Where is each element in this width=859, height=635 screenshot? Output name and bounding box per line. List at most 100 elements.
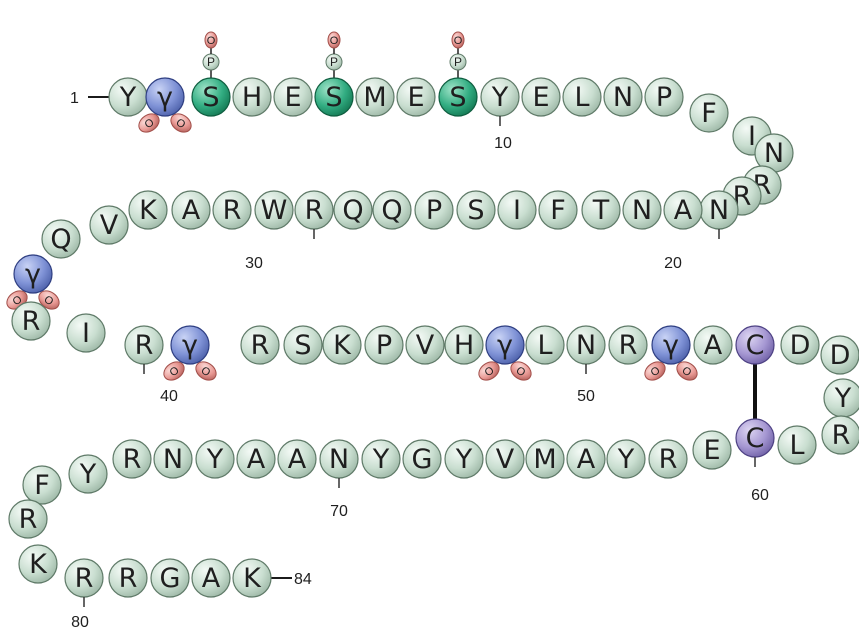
- residue-circle: [438, 77, 478, 117]
- residue-45: P: [364, 325, 404, 365]
- residue-72: A: [236, 439, 276, 479]
- residue-letter: γ: [25, 259, 41, 290]
- residue-letter: F: [34, 470, 50, 501]
- residue-circle: [153, 439, 193, 479]
- residue-circle: [41, 219, 81, 259]
- residue-circle: [171, 190, 211, 230]
- residue-68: G: [402, 439, 442, 479]
- residue-50: N: [566, 325, 606, 365]
- residue-letter: L: [537, 330, 552, 361]
- position-label-10: 10: [494, 135, 512, 152]
- residue-54: C: [735, 325, 775, 365]
- residue-21: A: [663, 190, 703, 230]
- residue-circle: [232, 77, 272, 117]
- residue-letter: N: [329, 444, 349, 475]
- residue-circle: [663, 190, 703, 230]
- residue-circle: [622, 190, 662, 230]
- oxygen-atom: [204, 31, 218, 49]
- residue-letter: E: [532, 82, 549, 113]
- residue-39: I: [66, 313, 106, 353]
- residue-53: A: [693, 325, 733, 365]
- position-label-80: 80: [71, 614, 89, 631]
- residue-57: Y: [823, 378, 859, 418]
- residue-circle: [66, 313, 106, 353]
- residue-58: R: [821, 415, 859, 455]
- phosphate-label: P: [454, 55, 462, 69]
- oxygen-atom: [451, 31, 465, 49]
- residue-letter: H: [454, 330, 474, 361]
- residue-letter: S: [294, 330, 311, 361]
- oxygen-label: O: [454, 35, 463, 47]
- residue-letter: A: [247, 444, 266, 475]
- residue-circle: [322, 325, 362, 365]
- residue-letter: D: [830, 340, 851, 371]
- residue-29: Q: [333, 190, 373, 230]
- residue-63: Y: [606, 439, 646, 479]
- residue-circle: [240, 325, 280, 365]
- residue-60: C: [735, 418, 775, 458]
- position-label-70: 70: [330, 503, 348, 520]
- residue-letter: R: [75, 563, 94, 594]
- residue-letter: Q: [342, 195, 363, 226]
- residue-circle: [283, 325, 323, 365]
- phosphate-label: P: [330, 55, 338, 69]
- residue-letter: F: [701, 98, 717, 129]
- residue-circle: [402, 439, 442, 479]
- residue-letter: S: [325, 82, 342, 113]
- residue-78: R: [8, 499, 48, 539]
- residue-8: E: [396, 77, 436, 117]
- residue-letter: G: [412, 444, 433, 475]
- residue-letter: Y: [617, 444, 635, 475]
- residue-44: K: [322, 325, 362, 365]
- residue-12: L: [562, 77, 602, 117]
- residue-48: γ: [485, 325, 525, 365]
- residue-circle: [562, 77, 602, 117]
- residue-letter: R: [119, 563, 138, 594]
- residue-letter: K: [139, 195, 158, 226]
- residue-circle: [651, 325, 691, 365]
- residue-15: F: [689, 93, 729, 133]
- residue-30: R: [294, 190, 334, 230]
- residue-37: γ: [13, 254, 53, 294]
- residue-71: A: [277, 439, 317, 479]
- residue-42: R: [240, 325, 280, 365]
- residue-62: R: [648, 439, 688, 479]
- residue-circle: [18, 544, 58, 584]
- residue-letter: E: [407, 82, 424, 113]
- residue-letter: R: [305, 195, 324, 226]
- residue-67: Y: [444, 439, 484, 479]
- position-label-60: 60: [751, 487, 769, 504]
- oxygen-atom: [163, 361, 185, 381]
- residue-letter: E: [284, 82, 301, 113]
- residue-circle: [456, 190, 496, 230]
- oxygen-atom: [195, 361, 217, 381]
- residue-circle: [525, 325, 565, 365]
- residue-letter: Y: [119, 82, 137, 113]
- residue-circle: [191, 77, 231, 117]
- residue-letter: Y: [834, 383, 852, 414]
- residue-circle: [735, 325, 775, 365]
- residue-circle: [606, 439, 646, 479]
- residue-circle: [277, 439, 317, 479]
- residue-circle: [232, 558, 272, 598]
- residue-circle: [780, 325, 820, 365]
- residue-letter: V: [496, 444, 515, 475]
- residue-letter: A: [202, 563, 221, 594]
- residue-letter: Y: [372, 444, 390, 475]
- residue-letter: I: [748, 121, 756, 152]
- residue-6: S: [314, 77, 354, 117]
- residue-77: F: [22, 465, 62, 505]
- oxygen-atom: [676, 361, 698, 381]
- residue-letter: L: [574, 82, 589, 113]
- residue-circle: [145, 77, 185, 117]
- position-label-84: 84: [294, 571, 312, 588]
- oxygen-atom: [478, 361, 500, 381]
- residue-circle: [372, 190, 412, 230]
- oxygen-atom: [644, 361, 666, 381]
- residue-letter: R: [135, 330, 154, 361]
- residue-circle: [11, 301, 51, 341]
- residue-circle: [254, 190, 294, 230]
- residue-circle: [444, 439, 484, 479]
